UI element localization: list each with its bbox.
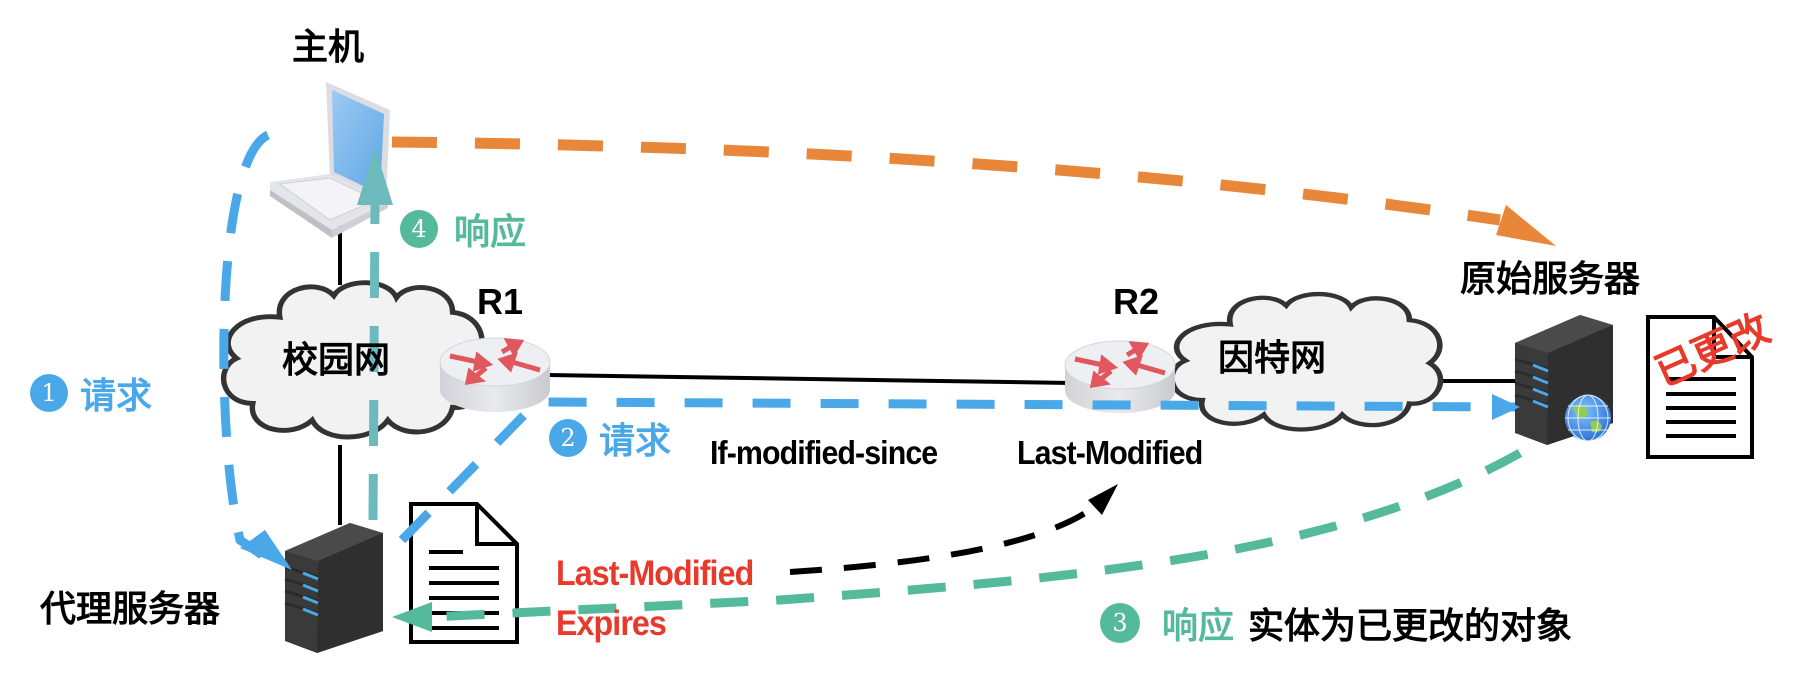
host-label: 主机 [292, 27, 365, 68]
router-r1-label: R1 [477, 281, 524, 322]
origin-document-icon [1646, 315, 1754, 459]
campus-network-label: 校园网 [282, 340, 391, 381]
globe-icon [1565, 394, 1611, 442]
step-1-label: 请求 [80, 376, 153, 417]
step-3-number: 3 [1100, 603, 1140, 643]
step-1-number: 1 [30, 374, 68, 412]
proxy-server-label: 代理服务器 [40, 589, 221, 630]
step-4-badge: 4 响应 [400, 203, 526, 255]
step-4-label: 响应 [454, 212, 527, 253]
cached-last-modified-label: Last-Modified [556, 554, 754, 593]
arrow-last-modified-compare [789, 484, 1118, 575]
arrow-direct-host-to-origin [391, 136, 1556, 246]
step-3-badge: 3 响应 实体为已更改的对象 [1100, 597, 1572, 649]
router-r1-icon [439, 337, 551, 412]
step-2-badge: 2 请求 [549, 412, 671, 464]
proxy-server-icon [284, 523, 383, 653]
origin-server-label: 原始服务器 [1460, 259, 1641, 300]
internet-label: 因特网 [1218, 338, 1327, 379]
last-modified-label: Last-Modified [1017, 434, 1203, 471]
arrow-step1-request [219, 130, 292, 570]
cached-expires-label: Expires [556, 604, 667, 643]
step-1-badge: 1 请求 [30, 367, 152, 419]
if-modified-since-label: If-modified-since [710, 434, 938, 471]
step-4-number: 4 [400, 210, 438, 248]
step-2-label: 请求 [599, 421, 672, 462]
arrow-step2-request [398, 394, 1520, 544]
step-2-number: 2 [549, 419, 587, 457]
step-3-note: 实体为已更改的对象 [1248, 606, 1573, 647]
router-r2-label: R2 [1113, 281, 1160, 322]
link-r1-r2 [547, 373, 1073, 385]
router-r2-icon [1064, 340, 1176, 413]
arrow-step4-response [357, 148, 393, 521]
step-3-label: 响应 [1162, 606, 1235, 647]
arrow-step3-response [392, 449, 1523, 632]
